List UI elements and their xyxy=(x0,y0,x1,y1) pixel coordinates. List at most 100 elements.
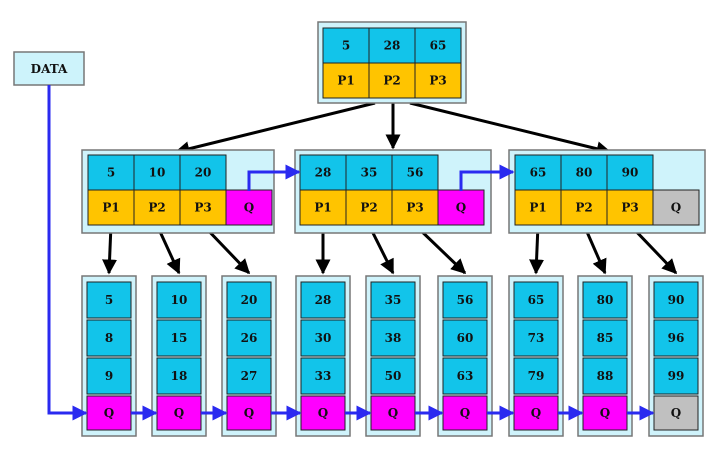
root-key-cell-label: 28 xyxy=(384,39,401,53)
branch-pointer-cell-label: P1 xyxy=(529,201,546,215)
root-pointer-cell: P3 xyxy=(414,62,462,99)
branch-pointer-cell: P1 xyxy=(299,189,347,226)
leaf-key-cell: 79 xyxy=(513,357,559,395)
branch-pointer-cell-label: P1 xyxy=(102,201,119,215)
branch-key-cell: 20 xyxy=(179,154,227,191)
leaf-key-cell-label: 8 xyxy=(105,331,113,345)
branch-next-pointer-cell: Q xyxy=(652,189,700,226)
leaf-next-pointer-cell-label: Q xyxy=(671,406,681,420)
leaf-key-cell-label: 96 xyxy=(668,331,685,345)
leaf-key-cell-label: 90 xyxy=(668,293,685,307)
leaf-key-cell: 56 xyxy=(442,281,488,319)
leaf-next-pointer-cell: Q xyxy=(226,395,272,431)
leaf-next-pointer-cell-label: Q xyxy=(244,406,254,420)
leaf-key-cell-label: 35 xyxy=(385,293,402,307)
leaf-key-cell-label: 20 xyxy=(241,293,258,307)
leaf-key-cell-label: 9 xyxy=(105,369,113,383)
branch-pointer-cell: P2 xyxy=(560,189,608,226)
branch-key-cell: 10 xyxy=(133,154,181,191)
leaf-next-pointer-cell: Q xyxy=(86,395,132,431)
root-key-cell-label: 5 xyxy=(342,39,350,53)
root-key-cell: 65 xyxy=(414,27,462,64)
leaf-next-pointer-cell-label: Q xyxy=(104,406,114,420)
leaf-next-pointer-cell-label: Q xyxy=(318,406,328,420)
leaf-key-cell-label: 56 xyxy=(457,293,474,307)
leaf-key-cell: 99 xyxy=(653,357,699,395)
leaf-node: 20 26 27Q xyxy=(221,275,277,437)
branch-pointer-cell-label: P1 xyxy=(314,201,331,215)
branch-key-cell-label: 35 xyxy=(361,166,378,180)
root-pointer-cell: P2 xyxy=(368,62,416,99)
leaf-key-cell: 28 xyxy=(300,281,346,319)
leaf-key-cell: 26 xyxy=(226,319,272,357)
branch-pointer-cell-label: P3 xyxy=(406,201,423,215)
sequential-links-layer xyxy=(47,85,655,421)
leaf-next-pointer-cell: Q xyxy=(300,395,346,431)
branch-key-cell-label: 20 xyxy=(195,166,212,180)
leaf-key-cell-label: 10 xyxy=(171,293,188,307)
leaf-key-cell: 18 xyxy=(156,357,202,395)
leaf-key-cell: 88 xyxy=(582,357,628,395)
branch-key-cell: 35 xyxy=(345,154,393,191)
leaf-node: 90 96 99Q xyxy=(648,275,704,437)
root-key-cell-label: 65 xyxy=(430,39,447,53)
leaf-key-cell-label: 80 xyxy=(597,293,614,307)
branch-key-cell-label: 65 xyxy=(530,166,547,180)
branch-pointer-cell-label: P2 xyxy=(360,201,377,215)
leaf-key-cell-label: 5 xyxy=(105,293,113,307)
leaf-next-pointer-cell: Q xyxy=(513,395,559,431)
leaf-next-pointer-cell-label: Q xyxy=(600,406,610,420)
leaf-next-pointer-cell-label: Q xyxy=(531,406,541,420)
branch-key-cell: 65 xyxy=(514,154,562,191)
root-pointer-cell-label: P1 xyxy=(337,74,354,88)
root-key-cell: 5 xyxy=(322,27,370,64)
root-to-branch-arrow xyxy=(409,101,612,157)
branch-pointer-cell-label: P2 xyxy=(575,201,592,215)
data-entry-label: DATA xyxy=(31,62,68,76)
leaf-key-cell: 9 xyxy=(86,357,132,395)
branch-next-link-arrow xyxy=(459,164,515,191)
leaf-key-cell-label: 63 xyxy=(457,369,474,383)
leaf-key-cell: 5 xyxy=(86,281,132,319)
leaf-next-pointer-cell: Q xyxy=(582,395,628,431)
leaf-key-cell: 63 xyxy=(442,357,488,395)
branch-pointer-cell: P2 xyxy=(345,189,393,226)
leaf-key-cell-label: 88 xyxy=(597,369,614,383)
leaf-key-cell: 33 xyxy=(300,357,346,395)
leaf-key-cell: 90 xyxy=(653,281,699,319)
branch-next-pointer-cell-label: Q xyxy=(671,201,681,215)
leaf-key-cell-label: 15 xyxy=(171,331,188,345)
branch-key-cell-label: 90 xyxy=(622,166,639,180)
leaf-next-pointer-cell: Q xyxy=(370,395,416,431)
leaf-key-cell-label: 50 xyxy=(385,369,402,383)
branch-next-pointer-cell: Q xyxy=(437,189,485,226)
leaf-key-cell-label: 30 xyxy=(315,331,332,345)
leaf-key-cell: 80 xyxy=(582,281,628,319)
branch-next-pointer-cell-label: Q xyxy=(244,201,254,215)
branch-key-cell-label: 80 xyxy=(576,166,593,180)
branch-key-cell: 56 xyxy=(391,154,439,191)
leaf-key-cell: 8 xyxy=(86,319,132,357)
leaf-key-cell-label: 60 xyxy=(457,331,474,345)
leaf-key-cell-label: 18 xyxy=(171,369,188,383)
root-pointer-cell-label: P3 xyxy=(429,74,446,88)
leaf-key-cell: 20 xyxy=(226,281,272,319)
branch-pointer-cell-label: P2 xyxy=(148,201,165,215)
branch-next-pointer-cell-label: Q xyxy=(456,201,466,215)
leaf-key-cell: 65 xyxy=(513,281,559,319)
branch-pointer-cell: P3 xyxy=(606,189,654,226)
branch-pointer-cell: P1 xyxy=(514,189,562,226)
root-to-branch-arrow xyxy=(174,101,376,157)
leaf-key-cell-label: 65 xyxy=(528,293,545,307)
leaf-key-cell-label: 26 xyxy=(241,331,258,345)
root-pointer-cell-label: P2 xyxy=(383,74,400,88)
leaf-key-cell-label: 27 xyxy=(241,369,258,383)
leaf-key-cell: 96 xyxy=(653,319,699,357)
